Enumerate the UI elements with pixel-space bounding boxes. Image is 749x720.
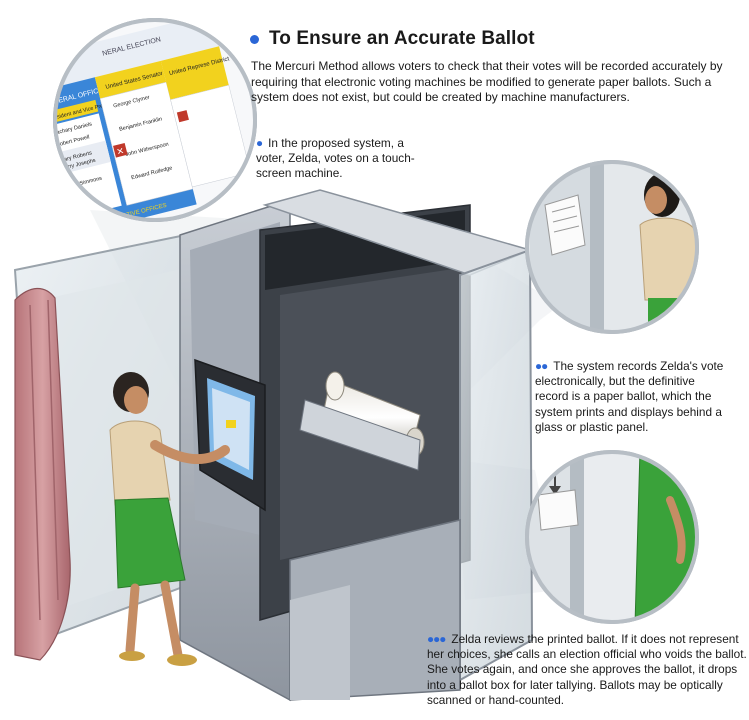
step-1-caption: ●In the proposed system, a voter, Zelda,… — [256, 136, 426, 182]
step-2-marker: ●● — [535, 359, 548, 373]
step-2-text: The system records Zelda's vote electron… — [535, 359, 724, 434]
printed-ballot-paper — [544, 194, 586, 256]
page-title: To Ensure an Accurate Ballot — [269, 28, 535, 49]
step-1-marker: ● — [256, 136, 263, 150]
step-3-caption: ●●●Zelda reviews the printed ballot. If … — [427, 632, 749, 708]
paper-roll — [299, 371, 425, 471]
glass-display-panel — [459, 248, 534, 682]
step-1-text: In the proposed system, a voter, Zelda, … — [256, 136, 415, 181]
title-block: To Ensure an Accurate Ballot — [250, 28, 535, 50]
step-3-text: Zelda reviews the printed ballot. If it … — [427, 632, 747, 707]
step-2-caption: ●●The system records Zelda's vote electr… — [535, 359, 725, 435]
step-3-marker: ●●● — [427, 632, 446, 646]
dropping-ballot-paper — [537, 489, 579, 531]
ballot-drop-zoom-circle — [525, 450, 699, 624]
intro-text: The Mercuri Method allows voters to chec… — [251, 59, 723, 104]
ballot-zoom-circle: NERAL ELECTION FEDERAL OFFICES President… — [53, 18, 257, 222]
selected-vote-mark — [113, 143, 128, 158]
svg-text:✕: ✕ — [115, 146, 125, 158]
voter-zelda — [109, 372, 230, 666]
bullet-icon — [250, 34, 259, 44]
